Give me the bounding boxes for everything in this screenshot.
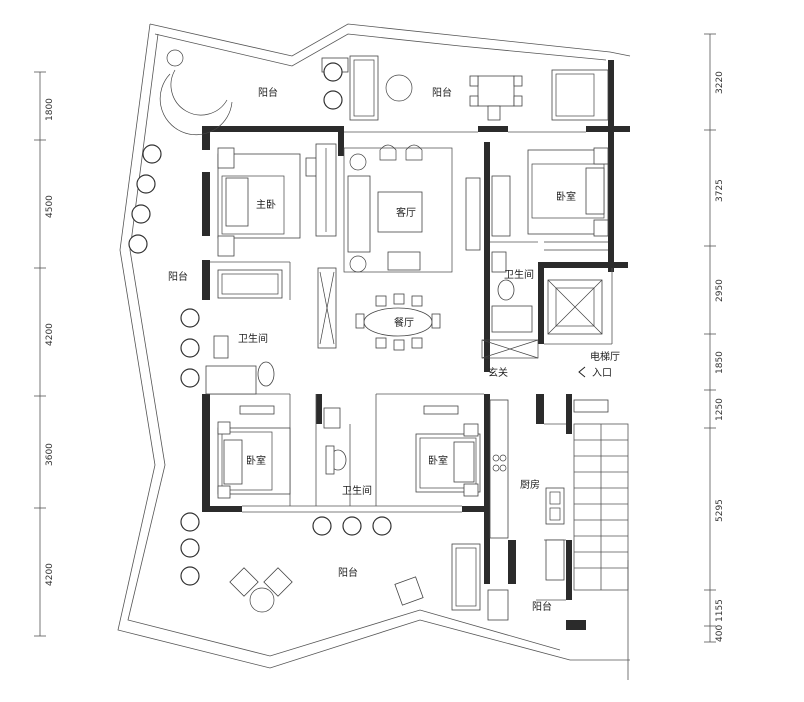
label-balcony-bottom: 阳台 bbox=[338, 566, 358, 579]
balcony-top-left-furniture bbox=[159, 49, 233, 136]
dim-right-7: 400 bbox=[715, 625, 725, 642]
tree-icon bbox=[180, 308, 200, 328]
label-elevator-hall: 电梯厅 bbox=[590, 350, 620, 363]
room-labels: 阳台 阳台 阳台 阳台 阳台 主卧 客厅 餐厅 卧室 卧室 卧室 卫生间 卫生间… bbox=[168, 86, 620, 613]
dining-furniture bbox=[355, 293, 441, 351]
trees bbox=[128, 62, 392, 586]
dim-right-1: 3725 bbox=[715, 179, 725, 202]
label-bedroom-bottom-left: 卧室 bbox=[246, 454, 266, 467]
tree-icon bbox=[312, 516, 332, 536]
label-living-room: 客厅 bbox=[396, 206, 416, 219]
entrance-arrow-icon bbox=[578, 366, 586, 378]
dim-right-0: 3220 bbox=[715, 71, 725, 94]
left-bathroom-furniture bbox=[205, 269, 283, 395]
label-bathroom-left: 卫生间 bbox=[238, 332, 268, 345]
bottom-balcony-furniture bbox=[229, 539, 565, 621]
tree-icon bbox=[180, 338, 200, 358]
tree-icon bbox=[372, 516, 392, 536]
right-dimension-bar: 3220 3725 2950 1850 1250 5295 1155 400 bbox=[704, 33, 725, 643]
right-bathroom-furniture bbox=[481, 251, 539, 359]
dim-left-3: 3600 bbox=[45, 443, 55, 466]
dim-right-3: 1850 bbox=[715, 351, 725, 374]
tree-icon bbox=[323, 90, 343, 110]
label-master-bedroom: 主卧 bbox=[256, 198, 276, 211]
label-foyer: 玄关 bbox=[488, 366, 508, 379]
partitions bbox=[210, 131, 629, 601]
living-room-furniture bbox=[343, 144, 481, 273]
mid-bathroom-furniture bbox=[323, 407, 347, 475]
top-right-bedroom-furniture bbox=[491, 147, 609, 251]
dim-right-6: 1155 bbox=[715, 599, 725, 622]
label-entrance: 入口 bbox=[592, 368, 612, 379]
label-bedroom-bottom-mid: 卧室 bbox=[428, 454, 448, 467]
dim-left-4: 4200 bbox=[45, 563, 55, 586]
bottom-mid-bedroom-furniture bbox=[415, 405, 481, 497]
bottom-left-bedroom-furniture bbox=[217, 405, 291, 499]
dim-left-2: 4200 bbox=[45, 323, 55, 346]
left-dimension-bar: 1800 4500 4200 3600 4200 bbox=[34, 71, 55, 637]
label-balcony-top-mid: 阳台 bbox=[432, 86, 452, 99]
label-bathroom-right: 卫生间 bbox=[504, 268, 534, 281]
elevator bbox=[547, 279, 603, 335]
label-dining-room: 餐厅 bbox=[394, 316, 414, 329]
tree-icon bbox=[128, 234, 148, 254]
dim-right-2: 2950 bbox=[715, 279, 725, 302]
tree-icon bbox=[180, 566, 200, 586]
label-balcony-top-left: 阳台 bbox=[258, 86, 278, 99]
tree-icon bbox=[131, 204, 151, 224]
master-bedroom-furniture bbox=[217, 143, 337, 349]
tree-icon bbox=[136, 174, 156, 194]
label-bathroom-mid: 卫生间 bbox=[342, 484, 372, 497]
tree-icon bbox=[142, 144, 162, 164]
tree-icon bbox=[180, 368, 200, 388]
tree-icon bbox=[180, 538, 200, 558]
label-balcony-left: 阳台 bbox=[168, 270, 188, 283]
label-balcony-bottom-right: 阳台 bbox=[532, 600, 552, 613]
dim-right-5: 5295 bbox=[715, 499, 725, 522]
walls bbox=[202, 60, 630, 630]
kitchen-furniture bbox=[489, 399, 609, 539]
tree-icon bbox=[180, 512, 200, 532]
label-bedroom-top-right: 卧室 bbox=[556, 190, 576, 203]
label-kitchen: 厨房 bbox=[520, 478, 540, 491]
balcony-top-mid-furniture bbox=[321, 55, 609, 121]
dim-left-0: 1800 bbox=[45, 98, 55, 121]
dim-left-1: 4500 bbox=[45, 195, 55, 218]
dim-right-4: 1250 bbox=[715, 398, 725, 421]
tree-icon bbox=[342, 516, 362, 536]
tree-icon bbox=[323, 62, 343, 82]
